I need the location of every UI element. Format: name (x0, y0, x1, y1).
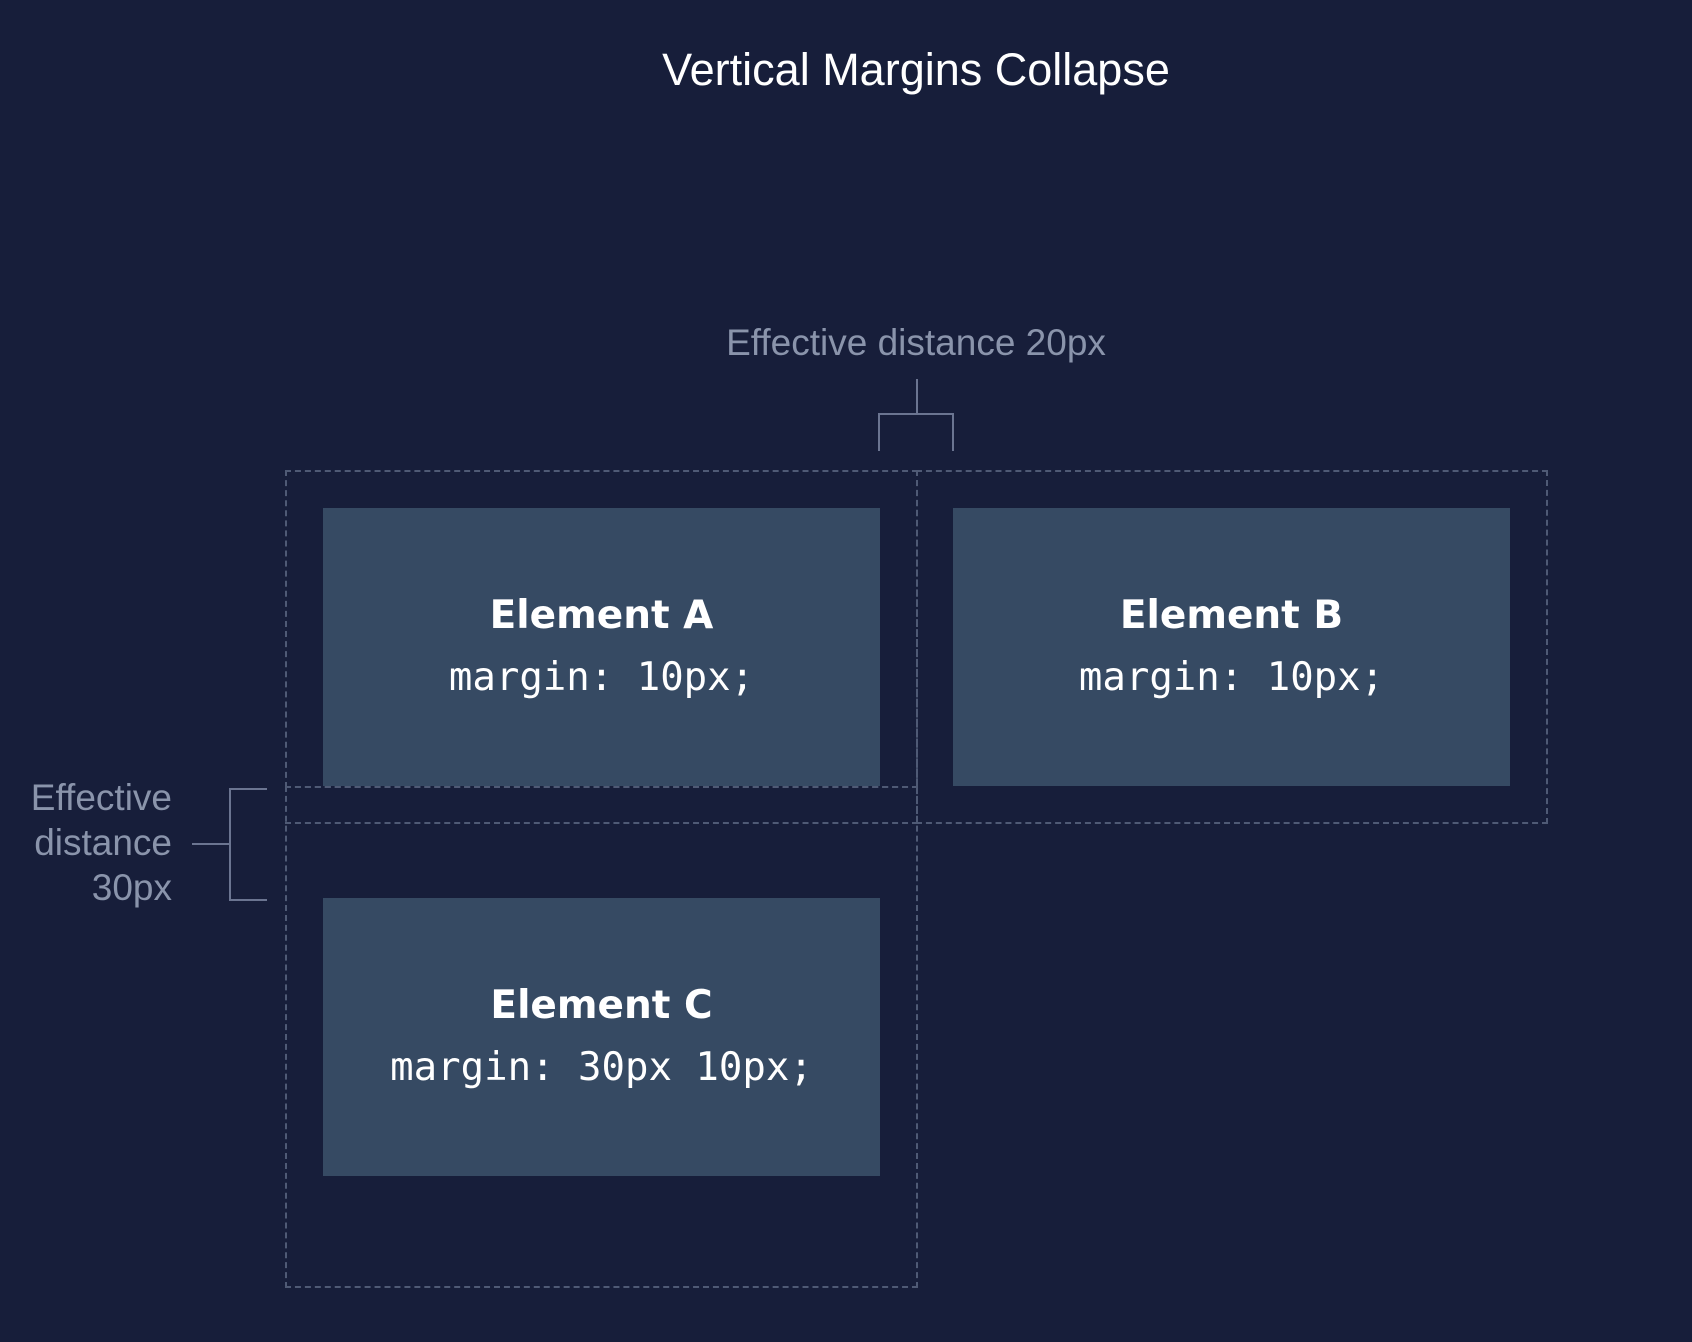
element-b-label: Element B (1119, 593, 1344, 638)
element-a-box: Element A margin: 10px; (323, 508, 880, 786)
element-b-box: Element B margin: 10px; (953, 508, 1510, 786)
vertical-distance-note: Effective distance 30px (0, 775, 172, 910)
element-b-code: margin: 10px; (1078, 655, 1385, 700)
horizontal-distance-note: Effective distance 20px (726, 322, 1106, 363)
vertical-distance-note-line1: Effective (30, 777, 172, 818)
element-c-code: margin: 30px 10px; (390, 1045, 813, 1090)
diagram-title: Vertical Margins Collapse (662, 44, 1170, 95)
margin-outline-b (916, 470, 1548, 824)
element-c-box: Element C margin: 30px 10px; (323, 898, 880, 1176)
collapsed-margin-guide (285, 822, 918, 824)
vertical-distance-note-line3: 30px (91, 867, 172, 908)
margin-outline-c (285, 786, 918, 1288)
element-a-code: margin: 10px; (448, 655, 755, 700)
element-a-label: Element A (489, 593, 714, 638)
element-c-label: Element C (490, 983, 713, 1028)
vertical-distance-note-line2: distance (34, 822, 172, 863)
